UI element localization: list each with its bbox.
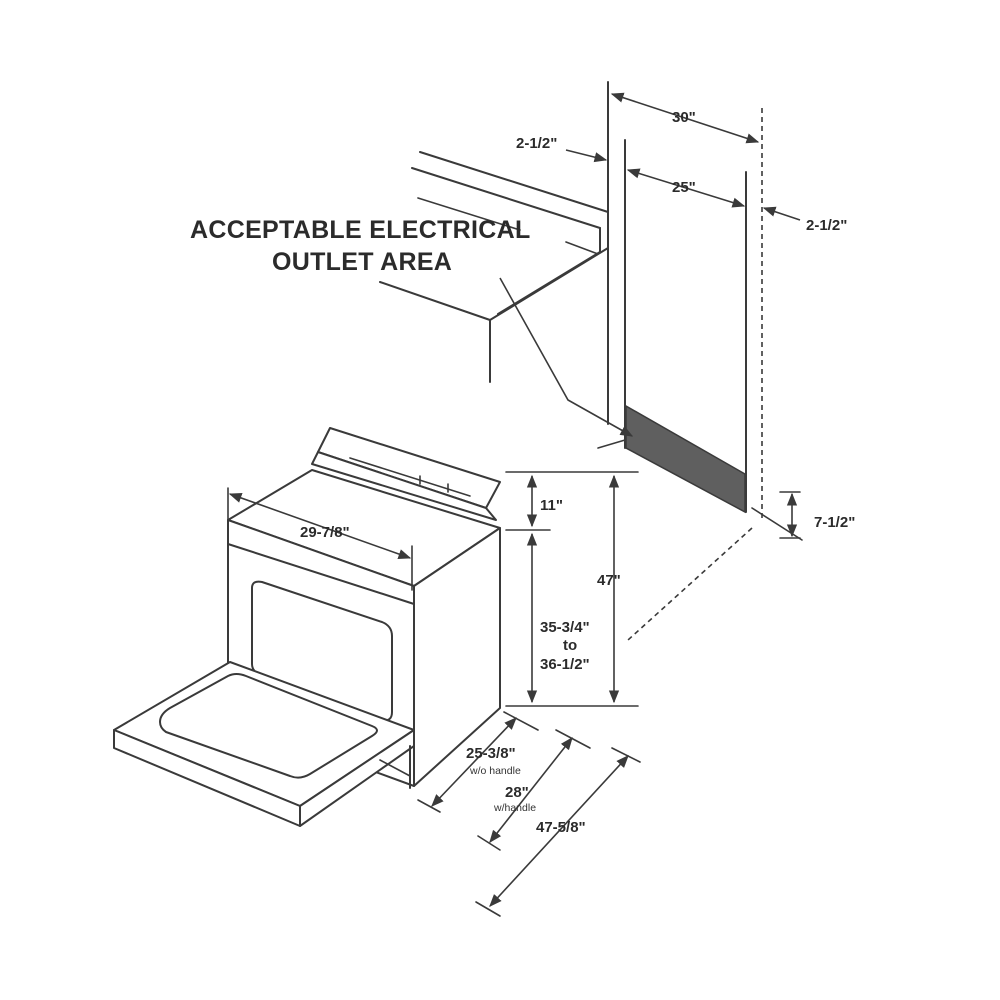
dim-outlet-height: 7-1/2": [814, 514, 855, 531]
dim-right-offset: 2-1/2": [806, 217, 847, 234]
dim-left-offset: 2-1/2": [516, 135, 557, 152]
dim-cooktop-to-word: to: [563, 637, 577, 654]
dim-cooktop-to: 36-1/2": [540, 656, 590, 673]
dim-depth-with-handle: 28": [505, 784, 529, 801]
dim-depth-no-handle: 25-3/8": [466, 745, 516, 762]
dim-cooktop-from: 35-3/4": [540, 619, 590, 636]
dim-total-height: 47": [597, 572, 621, 589]
cabinet-opening: [597, 81, 803, 641]
outlet-area: [625, 404, 746, 514]
dim-cabinet-width: 30": [672, 109, 696, 126]
dim-backguard-height: 11": [540, 497, 563, 514]
range: [113, 427, 501, 827]
heading-line-1: ACCEPTABLE ELECTRICAL: [190, 216, 531, 244]
outlet-area-leader: [499, 277, 634, 437]
dim-depth-door-open: 47-5/8": [536, 819, 586, 836]
dim-range-width: 29-7/8": [300, 524, 350, 541]
dim-depth-with-handle-note: w/handle: [493, 802, 536, 814]
heading-line-2: OUTLET AREA: [272, 248, 452, 276]
countertop: [379, 151, 609, 383]
dim-depth-no-handle-note: w/o handle: [469, 765, 521, 777]
dim-opening-width: 25": [672, 179, 696, 196]
